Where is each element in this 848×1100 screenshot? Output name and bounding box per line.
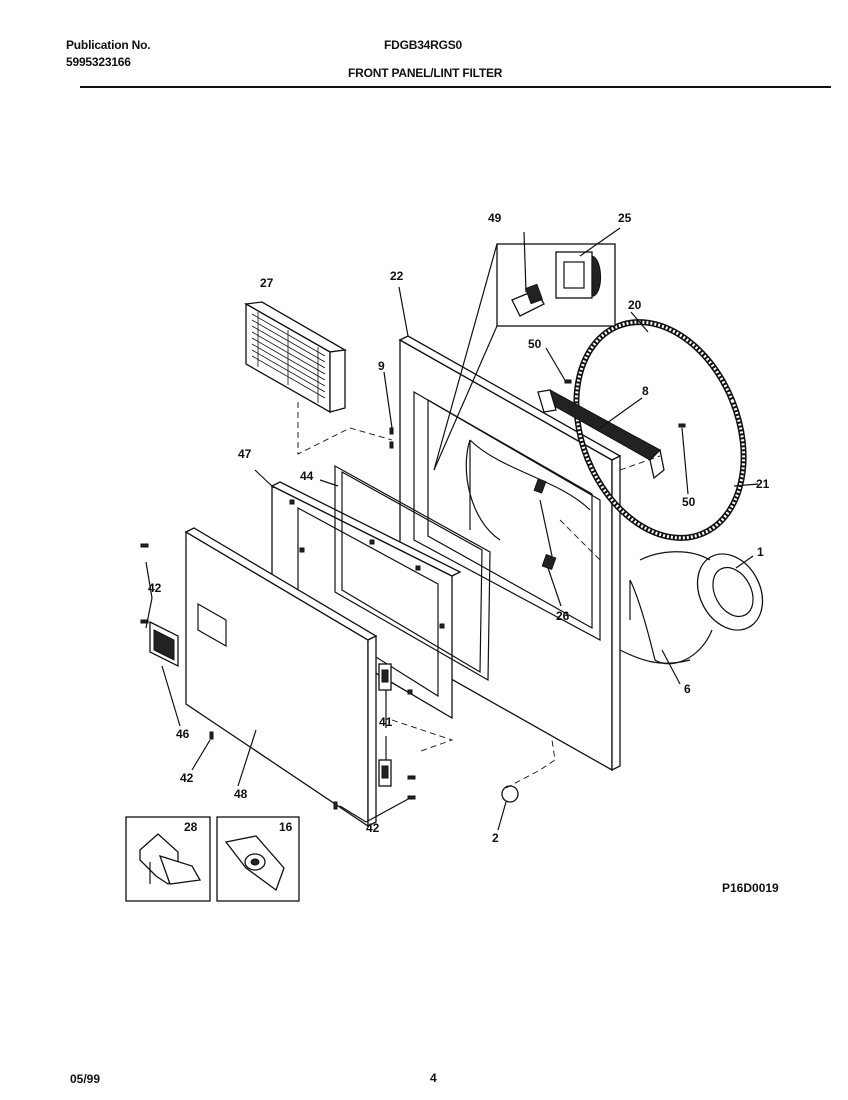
- door-hinges-41: [378, 663, 392, 787]
- callout-42-left: 42: [148, 581, 162, 595]
- callout-8: 8: [642, 384, 649, 398]
- page-number: 4: [430, 1071, 437, 1085]
- callout-16: 16: [279, 820, 293, 834]
- callout-47: 47: [238, 447, 252, 461]
- callout-9: 9: [378, 359, 385, 373]
- callout-28: 28: [184, 820, 198, 834]
- inset-part-16: [216, 816, 300, 902]
- callout-44: 44: [300, 469, 314, 483]
- callout-50-right: 50: [682, 495, 696, 509]
- lint-filter-27: [243, 301, 347, 414]
- callout-1: 1: [757, 545, 764, 559]
- callout-27: 27: [260, 276, 274, 290]
- drum-seal-20: [573, 319, 747, 541]
- callout-48: 48: [234, 787, 248, 801]
- heater-strip-8: [537, 389, 665, 480]
- leveling-foot-2: [501, 785, 519, 803]
- inset-part-28: [125, 816, 211, 902]
- footer-date: 05/99: [70, 1072, 101, 1086]
- model-number: FDGB34RGS0: [384, 38, 463, 52]
- callout-26: 26: [556, 609, 570, 623]
- publication-number: 5995323166: [66, 55, 131, 69]
- door-gasket-44: [334, 464, 491, 682]
- diagram-code: P16D0019: [722, 881, 779, 895]
- callout-22: 22: [390, 269, 404, 283]
- door-handle-46: [149, 620, 179, 668]
- blower-duct-6: [619, 551, 764, 665]
- callout-2: 2: [492, 831, 499, 845]
- callout-6: 6: [684, 682, 691, 696]
- screws: [140, 379, 686, 810]
- callout-49: 49: [488, 211, 502, 225]
- assembly-guide-lines: [297, 402, 661, 789]
- header-rule: [80, 86, 831, 88]
- outer-door-48: [184, 527, 378, 828]
- callout-46: 46: [176, 727, 190, 741]
- callout-21: 21: [756, 477, 770, 491]
- inset-switch-box: [433, 243, 616, 471]
- callout-20: 20: [628, 298, 642, 312]
- leader-lines: [145, 227, 759, 831]
- section-title: FRONT PANEL/LINT FILTER: [348, 66, 503, 80]
- callout-50-top: 50: [528, 337, 542, 351]
- publication-label: Publication No.: [66, 38, 151, 52]
- callout-25: 25: [618, 211, 632, 225]
- callout-41: 41: [379, 715, 393, 729]
- callout-42-bottom: 42: [180, 771, 194, 785]
- callout-42-right: 42: [366, 821, 380, 835]
